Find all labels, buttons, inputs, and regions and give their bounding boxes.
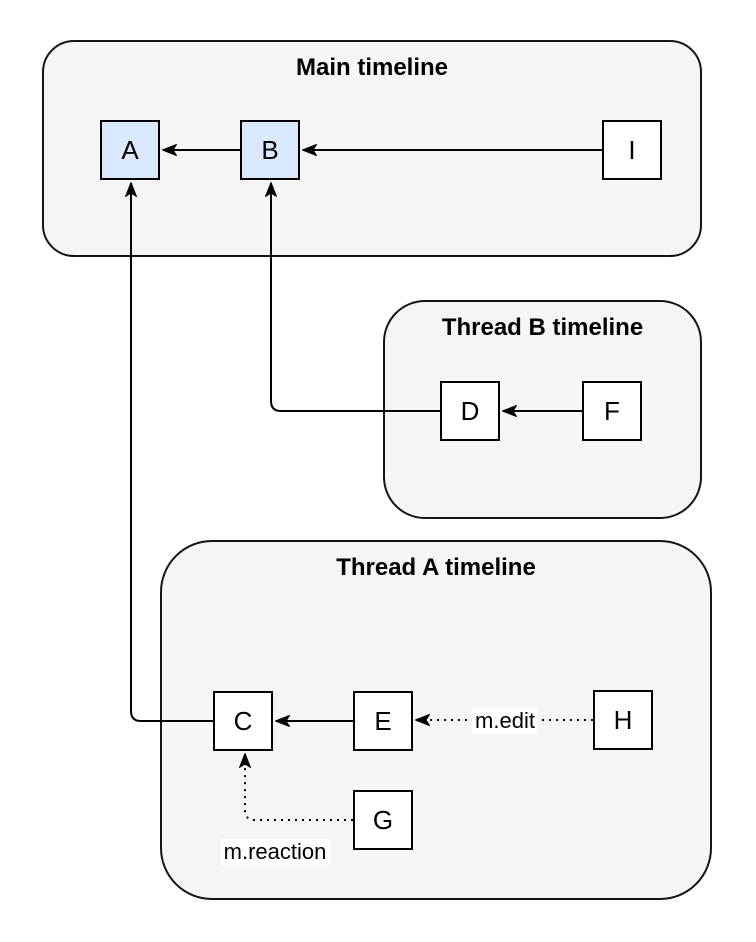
event-node-h: H (593, 690, 653, 750)
node-b-label: B (261, 134, 279, 165)
node-i-label: I (628, 134, 636, 165)
node-f-label: F (604, 395, 620, 426)
node-g-label: G (372, 804, 394, 835)
node-e-label: E (374, 705, 392, 736)
node-h-label: H (613, 704, 633, 735)
thread-a-timeline-title: Thread A timeline (336, 554, 536, 581)
node-d-label: D (460, 395, 480, 426)
node-c-label: C (233, 705, 253, 736)
event-node-i: I (602, 120, 662, 180)
event-node-g: G (353, 790, 413, 850)
event-node-d: D (440, 381, 500, 441)
main-timeline-title: Main timeline (295, 54, 449, 81)
thread-b-timeline-title: Thread B timeline (441, 314, 644, 341)
event-node-a: A (100, 120, 160, 180)
thread-b-timeline-container: Thread B timeline (383, 300, 702, 519)
event-node-b: B (240, 120, 300, 180)
event-node-c: C (213, 691, 273, 751)
event-node-e: E (353, 691, 413, 751)
edge-label-m-reaction: m.reaction (220, 838, 330, 866)
node-a-label: A (121, 134, 139, 165)
event-node-f: F (582, 381, 642, 441)
edge-label-m-edit: m.edit (472, 707, 538, 735)
